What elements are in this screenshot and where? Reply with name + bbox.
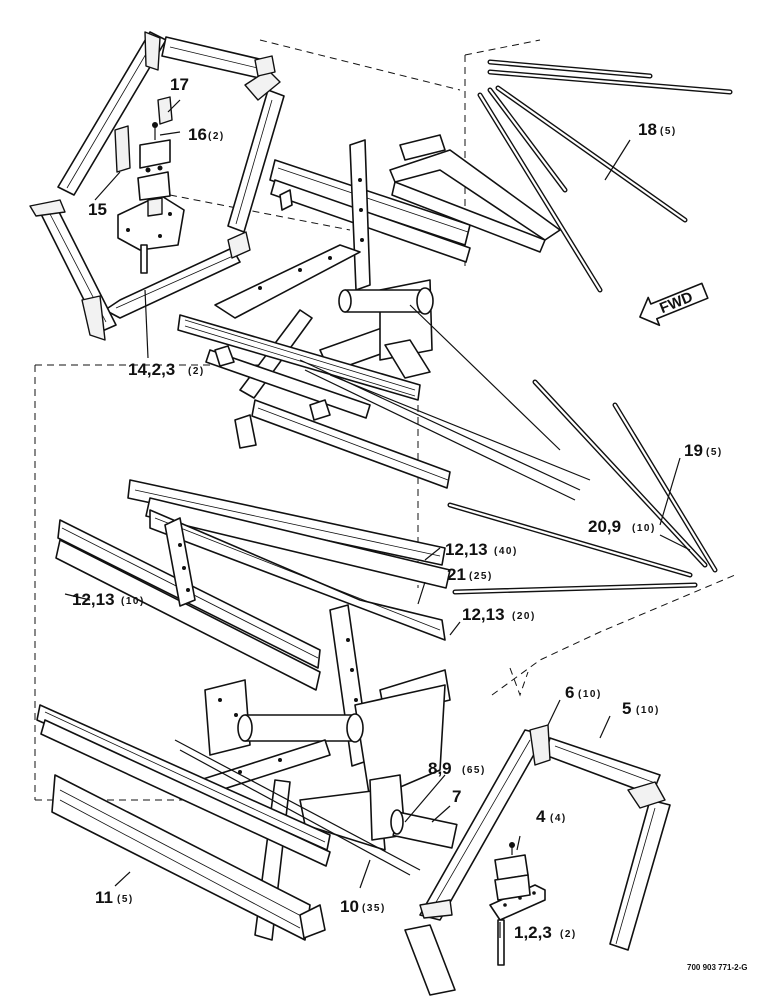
callout-quantity: (5) — [117, 894, 134, 905]
spider-hub-assembly — [114, 96, 185, 274]
callout-number: 19 — [684, 441, 703, 460]
callout-12-13-b: 12,13 (20) — [462, 605, 536, 624]
lower-arm-assembly — [36, 479, 458, 941]
drawing-number: 700 903 771-2-G — [687, 963, 748, 972]
callout-number: 4 — [536, 807, 546, 826]
fwd-arrow-label: FWD — [657, 288, 695, 317]
callout-8-9: 8,9 (65) — [428, 759, 486, 778]
callout-number: 12,13 — [72, 590, 115, 609]
callout-number: 16 — [188, 125, 207, 144]
callout-quantity: (2) — [208, 131, 225, 142]
callout-10: 10 (35) — [340, 897, 386, 916]
callout-6: 6 (10) — [565, 683, 602, 702]
callout-number: 18 — [638, 120, 657, 139]
callout-quantity: (65) — [462, 765, 486, 776]
callout-number: 12,13 — [462, 605, 505, 624]
callout-number: 1,2,3 — [514, 923, 552, 942]
callout-quantity: (5) — [706, 447, 723, 458]
callout-7: 7 — [452, 787, 461, 806]
callout-number: 11 — [95, 888, 113, 907]
callout-number: 15 — [88, 200, 107, 219]
callout-number: 12,13 — [445, 540, 488, 559]
bottom-reel-spider-frame — [404, 724, 671, 996]
callout-15: 15 — [88, 200, 107, 219]
callout-quantity: (10) — [636, 705, 660, 716]
callout-number: 5 — [622, 699, 631, 718]
callout-14: 14,2,3 (2) — [128, 360, 205, 379]
callout-19: 19 (5) — [684, 441, 723, 460]
callout-quantity: (40) — [494, 546, 518, 557]
callout-quantity: (4) — [550, 813, 567, 824]
callout-quantity: (10) — [632, 523, 656, 534]
callout-number: 7 — [452, 787, 461, 806]
callout-21: 21 (25) — [447, 565, 493, 584]
fwd-arrow-icon: FWD — [639, 282, 709, 327]
callout-number: 14,2,3 — [128, 360, 175, 379]
callout-number: 21 — [447, 565, 466, 584]
callout-4: 4 (4) — [536, 807, 567, 826]
callout-16: 16 (2) — [188, 125, 225, 144]
callout-quantity: (20) — [512, 611, 536, 622]
callout-12-13-c: 12,13 (10) — [72, 590, 145, 609]
callout-1-2-3: 1,2,3 (2) — [514, 923, 577, 942]
callout-number: 10 — [340, 897, 359, 916]
callout-11: 11 (5) — [95, 888, 134, 907]
callout-number: 8,9 — [428, 759, 452, 778]
callout-quantity: (5) — [660, 126, 677, 137]
callout-number: 20,9 — [588, 517, 621, 536]
callout-quantity: (2) — [188, 366, 205, 377]
leader-lines — [64, 99, 691, 938]
top-arm-assembly — [177, 134, 591, 501]
callout-quantity: (25) — [469, 571, 493, 582]
callout-18: 18 (5) — [638, 120, 677, 139]
callout-quantity: (35) — [362, 903, 386, 914]
callout-12-13-a: 12,13 (40) — [445, 540, 518, 559]
middle-rods — [447, 379, 718, 595]
callout-5: 5 (10) — [622, 699, 660, 718]
top-reel-spider-frame — [29, 31, 285, 341]
callout-20: 20,9 (10) — [588, 517, 656, 536]
callout-quantity: (10) — [121, 596, 145, 607]
callout-17: 17 — [170, 75, 189, 94]
callout-number: 17 — [170, 75, 189, 94]
top-rods — [477, 59, 733, 293]
callout-number: 6 — [565, 683, 574, 702]
callout-quantity: (10) — [578, 689, 602, 700]
callout-quantity: (2) — [560, 929, 577, 940]
